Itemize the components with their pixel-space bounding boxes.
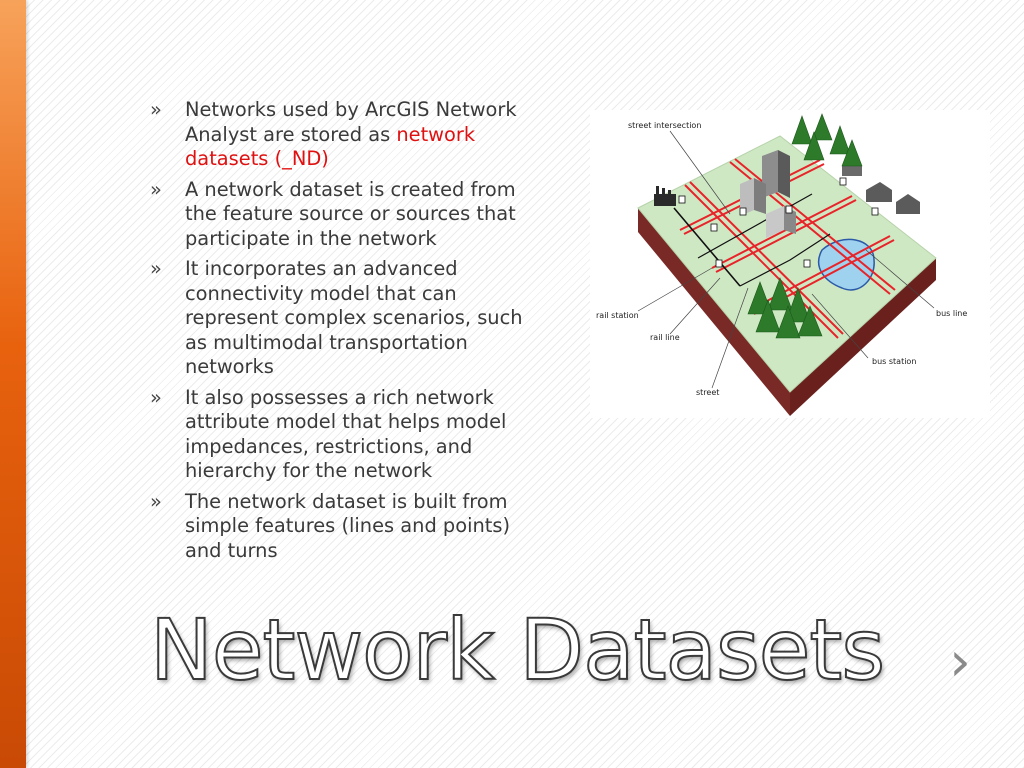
label-rail-station: rail station [596, 311, 639, 320]
accent-side-bar [0, 0, 26, 768]
factory-icon [654, 186, 676, 206]
label-street: street [696, 388, 719, 397]
bullet-chevron-icon: » [150, 177, 162, 201]
bullet-list: » Networks used by ArcGIS Network Analys… [150, 98, 550, 569]
callout-lines [637, 130, 935, 389]
label-bus-line: bus line [936, 309, 967, 318]
ground-top-face [637, 135, 937, 393]
bullet-text: It incorporates an advanced connectivity… [185, 257, 523, 378]
bullet-text: The network dataset is built from simple… [185, 489, 511, 562]
rail-line [673, 207, 741, 287]
bullet-item: » Networks used by ArcGIS Network Analys… [150, 98, 550, 172]
network-illustration: street intersection rail station rail li… [596, 113, 967, 416]
label-rail-line: rail line [650, 333, 680, 342]
ground-right-face [790, 258, 936, 416]
network-dataset-diagram: street intersection rail station rail li… [590, 110, 990, 418]
bullet-chevron-icon: » [150, 98, 162, 121]
bullet-chevron-icon: » [150, 257, 162, 280]
bullet-text: Networks used by ArcGIS Network Analyst … [185, 98, 517, 146]
bullet-item: » It incorporates an advanced connectivi… [150, 257, 550, 380]
bus-line-path [697, 193, 813, 259]
bullet-highlight-text: network datasets (_ND) [185, 122, 476, 171]
label-street-intersection: street intersection [628, 121, 701, 130]
streets [679, 158, 896, 339]
trees [747, 113, 863, 339]
slide-title: Network Datasets [149, 600, 886, 700]
bullet-text: A network dataset is created from the fe… [185, 177, 516, 250]
label-bus-station: bus station [872, 357, 916, 366]
bullet-text: It also possesses a rich network attribu… [185, 385, 507, 483]
bullet-item: » The network dataset is built from simp… [150, 490, 550, 564]
bullet-chevron-icon: » [150, 385, 162, 409]
bus-line-path-2 [739, 233, 831, 287]
houses [842, 160, 920, 214]
bullet-item: » It also possesses a rich network attri… [150, 386, 550, 484]
bullet-item: » A network dataset is created from the … [150, 178, 550, 252]
next-arrow-icon[interactable]: › [949, 630, 971, 693]
city-buildings [740, 150, 796, 238]
stations [678, 177, 879, 268]
bullet-chevron-icon: » [150, 489, 162, 513]
ground-left-face [638, 208, 790, 416]
